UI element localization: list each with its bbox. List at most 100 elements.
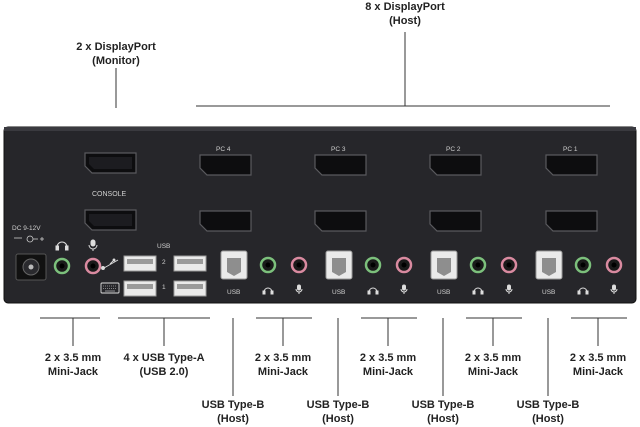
headphones-icon: [577, 287, 589, 295]
callout-line: 2 x 3.5 mm: [359, 352, 417, 364]
headphones-icon: [367, 287, 379, 295]
callout-line: Mini-Jack: [257, 366, 309, 378]
microphone-icon: [505, 284, 513, 294]
usb-port-2-label: 2: [162, 259, 166, 266]
headphones-icon: [262, 287, 274, 295]
callout-dp-monitor: 2 x DisplayPort (Monitor): [66, 40, 166, 68]
callout-line: Mini-Jack: [467, 366, 519, 378]
keyboard-icon: [100, 282, 120, 294]
console-label: CONSOLE: [92, 191, 127, 198]
headphones-icon: [472, 287, 484, 295]
callout-line: Mini-Jack: [47, 366, 99, 378]
console-audio: [53, 239, 102, 275]
headphones-icon: [55, 241, 69, 251]
callout-usb-b-pc2: USB Type-B (Host): [403, 398, 483, 426]
microphone-icon: [88, 239, 98, 251]
callout-usb-b-pc3: USB Type-B (Host): [298, 398, 378, 426]
pc2-label: PC 2: [446, 146, 461, 153]
displayport-icon: [429, 154, 482, 176]
audio-jack-green: [469, 256, 487, 274]
displayport-icon: [545, 210, 598, 232]
microphone-icon: [400, 284, 408, 294]
callout-line: 4 x USB Type-A: [123, 352, 205, 364]
usb-header-label: USB: [157, 243, 171, 250]
callout-dp-host: 8 x DisplayPort (Host): [355, 0, 455, 28]
displayport-icon: [199, 210, 252, 232]
callout-line: (Monitor): [92, 55, 140, 67]
callout-jack-pc1: 2 x 3.5 mm Mini-Jack: [558, 351, 638, 379]
displayport-icon: [545, 154, 598, 176]
usb-b-pc4-label: USB: [227, 289, 241, 296]
audio-jack-pink: [500, 256, 518, 274]
callout-usb-b-pc1: USB Type-B (Host): [508, 398, 588, 426]
usb-b-port: [430, 250, 458, 280]
callout-jack-pc2: 2 x 3.5 mm Mini-Jack: [453, 351, 533, 379]
callout-usb-b-pc4: USB Type-B (Host): [193, 398, 273, 426]
usb-a-ports: [123, 255, 207, 297]
callout-jack-pc4: 2 x 3.5 mm Mini-Jack: [243, 351, 323, 379]
displayport-icon: [199, 154, 252, 176]
audio-jack-green: [259, 256, 277, 274]
host-audio-jacks: [259, 256, 623, 274]
audio-jack-green: [574, 256, 592, 274]
callout-usb-a: 4 x USB Type-A (USB 2.0): [114, 351, 214, 379]
dp-host-ports: [199, 154, 598, 232]
displayport-icon: [429, 210, 482, 232]
callout-jack-pc3: 2 x 3.5 mm Mini-Jack: [348, 351, 428, 379]
usb-a-port: [173, 280, 207, 297]
audio-jack-pink: [605, 256, 623, 274]
callout-line: USB Type-B: [411, 399, 475, 411]
pc1-label: PC 1: [563, 146, 578, 153]
microphone-icon: [295, 284, 303, 294]
callout-line: 2 x 3.5 mm: [569, 352, 627, 364]
usb-a-port: [173, 255, 207, 272]
callout-line: USB Type-B: [516, 399, 580, 411]
usb-b-pc2-label: USB: [437, 289, 451, 296]
host-audio-icons: [262, 284, 618, 295]
callout-line: 2 x 3.5 mm: [464, 352, 522, 364]
audio-jack-pink: [395, 256, 413, 274]
dc-power-jack: [15, 253, 47, 281]
usb-b-pc3-label: USB: [332, 289, 346, 296]
callout-jack-console: 2 x 3.5 mm Mini-Jack: [33, 351, 113, 379]
usb-b-port: [220, 250, 248, 280]
dp-console-ports: [84, 152, 137, 231]
pc3-label: PC 3: [331, 146, 346, 153]
callout-line: Mini-Jack: [572, 366, 624, 378]
displayport-icon: [314, 210, 367, 232]
displayport-icon: [84, 152, 137, 174]
pc4-label: PC 4: [216, 146, 231, 153]
host-usb-b-ports: [220, 250, 563, 280]
polarity-icon: [14, 235, 44, 243]
usb-a-port: [123, 255, 157, 272]
callout-line: 8 x DisplayPort: [365, 1, 445, 13]
audio-jack-pink: [84, 257, 102, 275]
callout-line: 2 x 3.5 mm: [44, 352, 102, 364]
displayport-icon: [314, 154, 367, 176]
callout-line: 2 x DisplayPort: [76, 41, 156, 53]
usb-b-port: [535, 250, 563, 280]
dc-label: DC 9-12V: [12, 225, 41, 232]
callout-line: (Host): [322, 413, 354, 425]
callout-line: (Host): [427, 413, 459, 425]
chassis-top-edge: [4, 127, 636, 131]
displayport-icon: [84, 209, 137, 231]
callout-line: USB Type-B: [201, 399, 265, 411]
usb-a-port: [123, 280, 157, 297]
audio-jack-green: [364, 256, 382, 274]
callout-line: (Host): [217, 413, 249, 425]
usb-b-pc1-label: USB: [542, 289, 556, 296]
audio-jack-green: [53, 257, 71, 275]
callout-line: (Host): [532, 413, 564, 425]
usb-port-1-label: 1: [162, 284, 166, 291]
callout-line: (Host): [389, 15, 421, 27]
usb-b-port: [325, 250, 353, 280]
usb-symbol-icon: [101, 258, 119, 270]
audio-jack-pink: [290, 256, 308, 274]
callout-line: Mini-Jack: [362, 366, 414, 378]
leader-lines: [40, 32, 627, 396]
callout-line: (USB 2.0): [139, 366, 189, 378]
microphone-icon: [610, 284, 618, 294]
